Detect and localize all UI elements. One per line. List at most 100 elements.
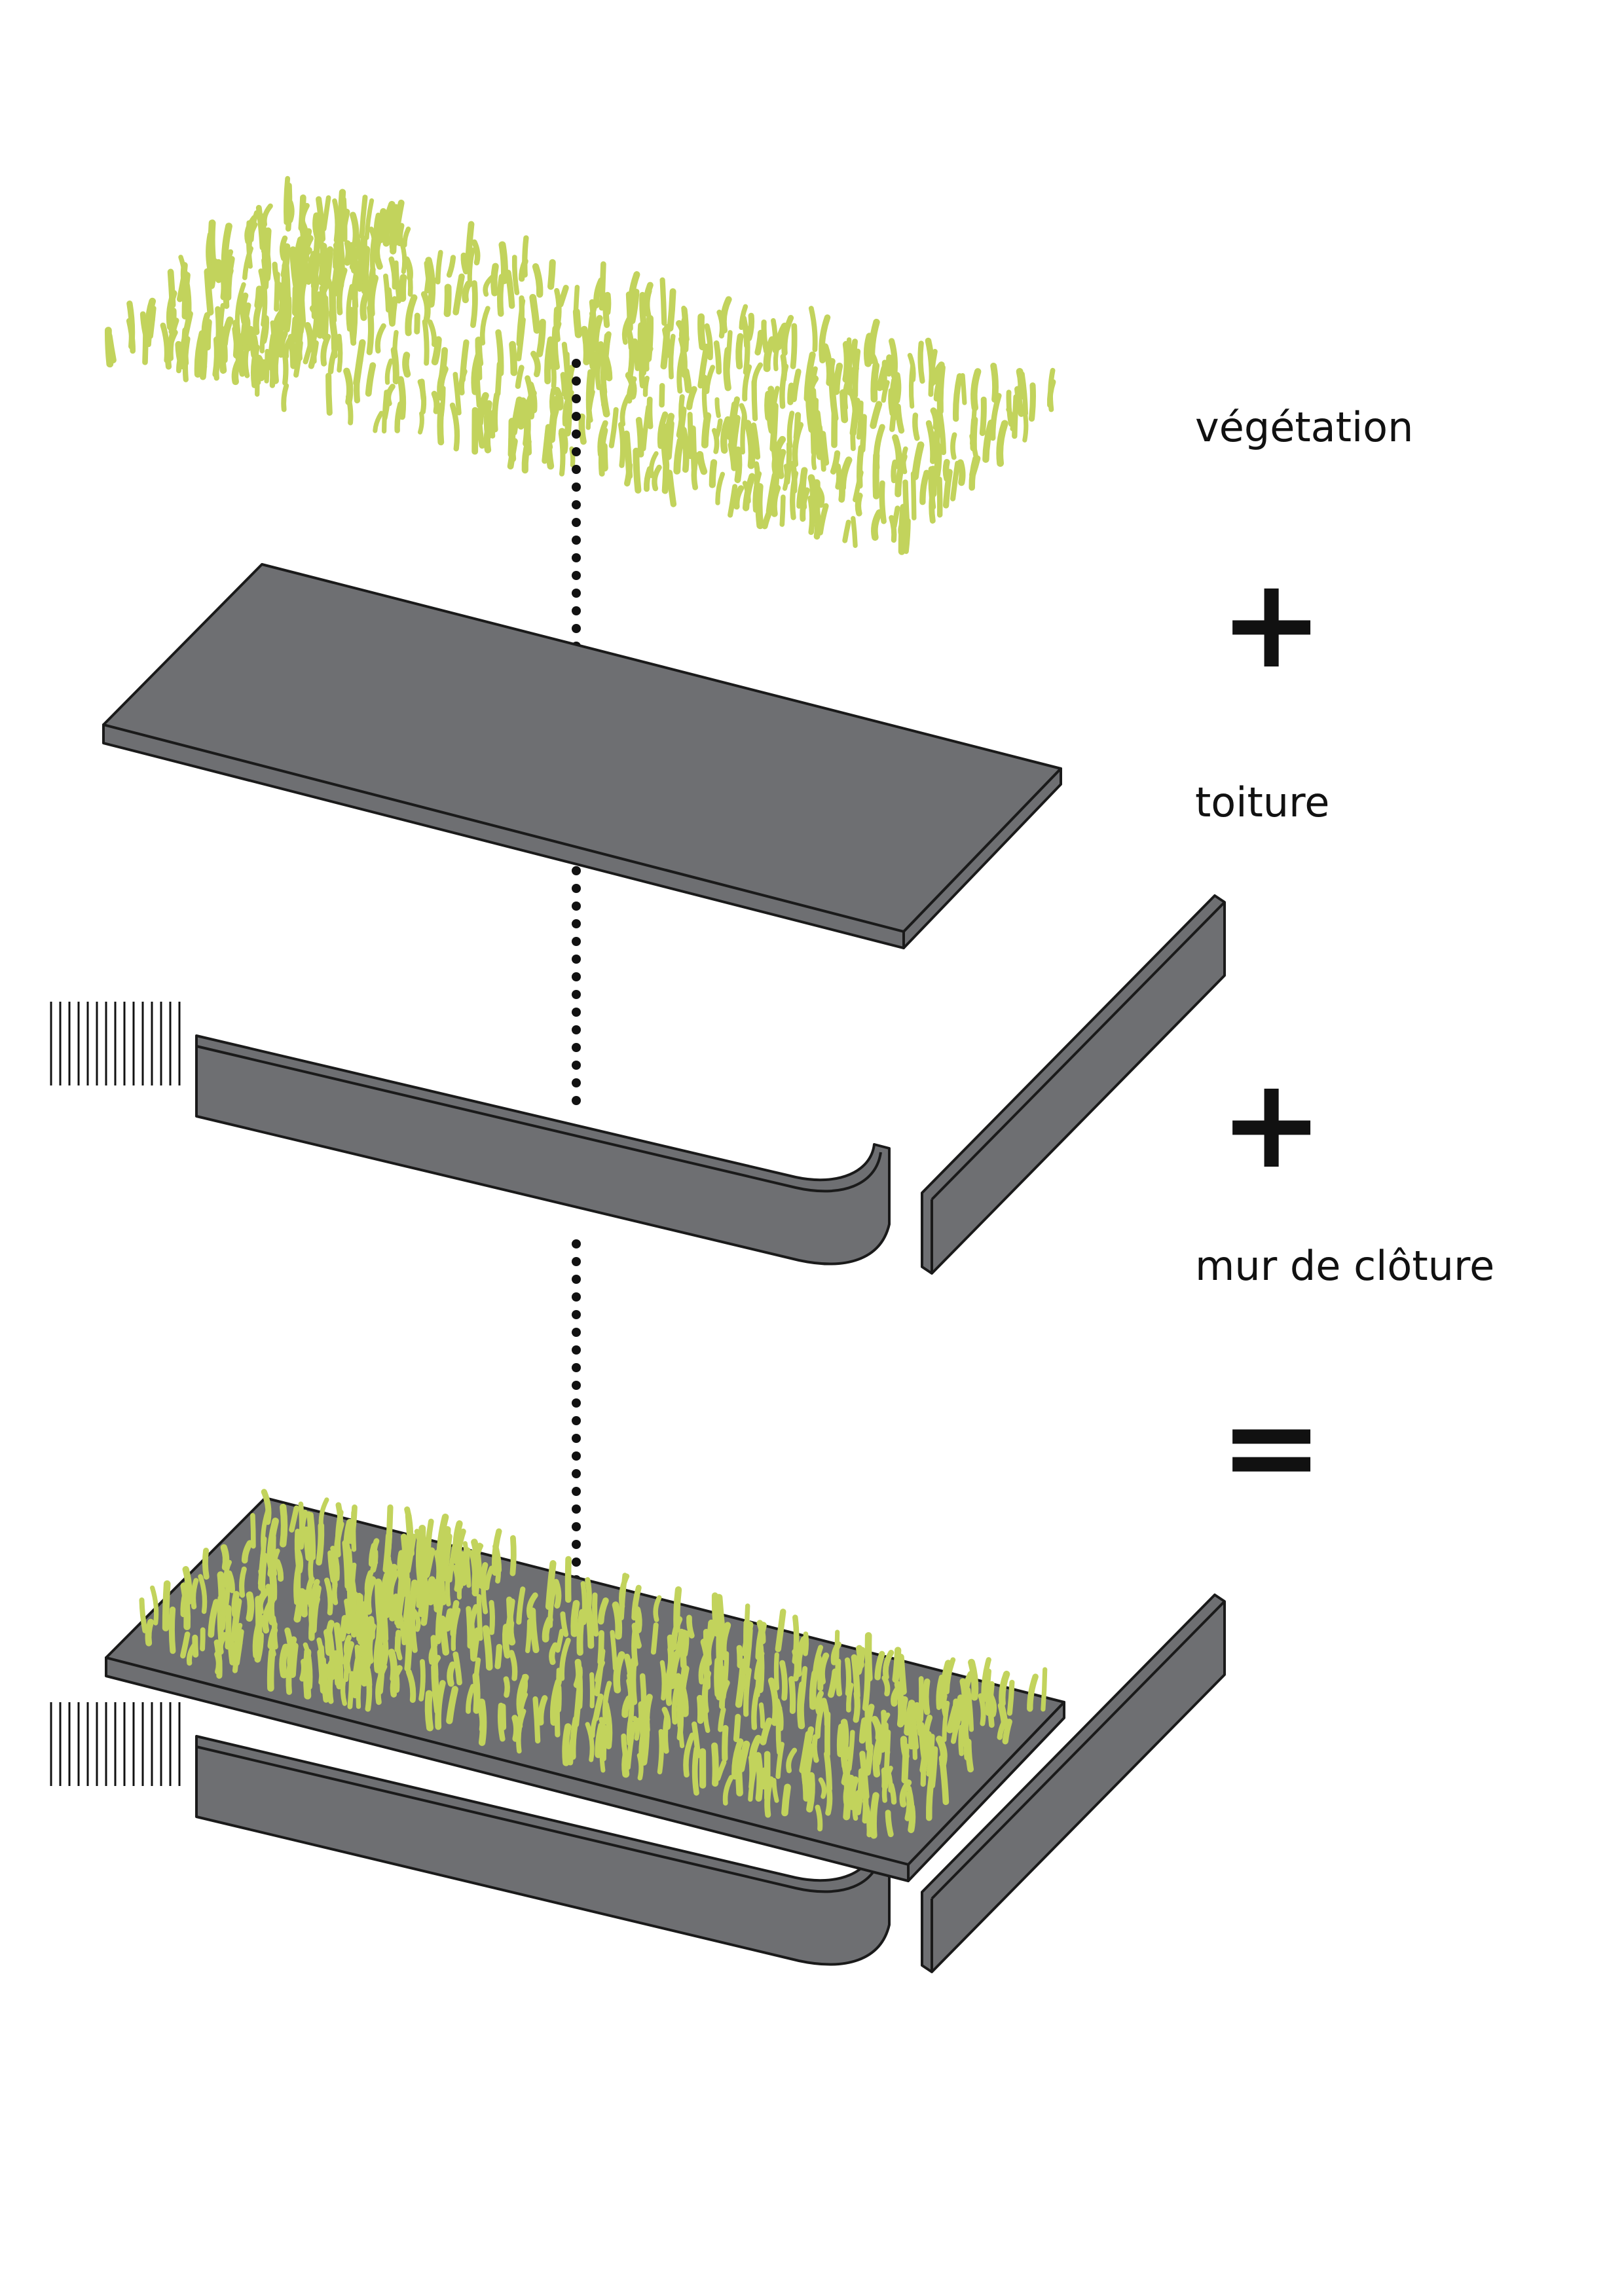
grass-blade: [227, 1634, 236, 1666]
grass-blade: [234, 332, 246, 361]
grass-blade: [397, 376, 407, 420]
grass-blade: [354, 357, 363, 404]
grass-blade: [626, 376, 637, 404]
grass-blade: [241, 1540, 253, 1564]
grass-blade: [701, 1670, 712, 1714]
grass-blade: [751, 379, 758, 422]
grass-blade: [287, 334, 297, 369]
grass-blade: [735, 333, 744, 370]
grass-blade: [726, 401, 737, 441]
grass-blade: [1002, 1719, 1012, 1745]
axis-dot: [572, 1398, 581, 1408]
grass-blade: [435, 1680, 446, 1730]
grass-blade: [559, 1637, 571, 1681]
grass-blade: [739, 304, 748, 331]
grass-blade: [287, 200, 295, 223]
grass-blade: [336, 267, 348, 316]
grass-blade: [503, 1676, 510, 1698]
grass-blade: [881, 1675, 891, 1697]
grass-blade: [697, 313, 707, 351]
grass-blade: [773, 1652, 780, 1690]
grass-blade: [858, 1717, 868, 1744]
grass-blade: [691, 452, 700, 490]
grass-blade: [585, 1577, 592, 1613]
grass-blade: [952, 373, 963, 422]
grass-blade: [718, 1707, 726, 1732]
grass-blade: [760, 1717, 773, 1745]
grass-blade: [852, 348, 861, 399]
grass-blade: [799, 467, 808, 511]
grass-blade: [733, 485, 745, 510]
grass-blade: [889, 338, 898, 379]
grass-blade: [813, 1645, 824, 1675]
grass-blade: [262, 1597, 276, 1634]
grass-blade: [754, 1752, 764, 1802]
axis-dot: [572, 1381, 581, 1390]
grass-blade: [330, 1546, 340, 1582]
grass-blade: [680, 1629, 688, 1669]
grass-blade: [828, 357, 836, 384]
axis-dot: [572, 1416, 581, 1425]
grass-blade: [990, 362, 999, 403]
grass-blade: [839, 456, 853, 492]
grass-blade: [969, 433, 978, 458]
grass-blade: [659, 382, 665, 408]
grass-blade: [898, 503, 907, 555]
grass-blade: [704, 365, 716, 394]
grass-blade: [835, 463, 842, 490]
grass-blade: [218, 302, 225, 350]
grass-blade: [623, 430, 633, 480]
grass-blade: [806, 1772, 815, 1813]
grass-blade: [530, 350, 541, 378]
grass-blade: [777, 448, 786, 479]
grass-blade: [434, 1550, 443, 1589]
grass-blade: [393, 1594, 402, 1629]
grass-blade: [350, 261, 361, 301]
grass-blade: [386, 211, 397, 255]
grass-blade: [479, 306, 490, 346]
grass-blade: [728, 441, 737, 471]
grass-blade: [825, 1787, 833, 1816]
grass-blade: [516, 1586, 526, 1625]
axis-dot: [572, 884, 581, 893]
grass-blade: [394, 1630, 401, 1653]
axis-dot: [572, 866, 581, 875]
grass-blade: [923, 1678, 931, 1715]
grass-blade: [621, 316, 631, 345]
grass-blade: [223, 1559, 232, 1588]
grass-blade: [919, 469, 930, 505]
grass-blade: [452, 371, 462, 416]
grass-blade: [202, 1547, 210, 1580]
grass-blade: [299, 246, 312, 271]
grass-blade: [296, 276, 306, 325]
grass-blade: [267, 1534, 276, 1577]
grass-blade: [420, 1591, 430, 1626]
grass-blade: [906, 1785, 915, 1822]
axis-dot: [572, 412, 581, 421]
grass-blade: [341, 196, 348, 242]
grass-blade: [250, 344, 260, 388]
grass-blade: [460, 252, 470, 275]
grass-blade: [366, 304, 375, 355]
grass-blade: [186, 1641, 198, 1666]
grass-blade: [713, 340, 722, 375]
grass-blade: [779, 1660, 788, 1701]
grass-blade: [562, 390, 572, 427]
grass-blade: [310, 310, 320, 346]
grass-blade: [450, 1600, 460, 1637]
grass-blade: [324, 1577, 333, 1616]
grass-blade: [813, 397, 819, 444]
grass-blade: [547, 1584, 557, 1628]
grass-blade: [447, 1661, 456, 1687]
grass-blade: [750, 422, 761, 460]
grass-blade: [881, 359, 888, 392]
grass-blade: [641, 405, 651, 452]
grass-blade: [471, 239, 481, 266]
grass-blade: [602, 331, 612, 355]
grass-blade: [428, 276, 436, 307]
grass-blade: [547, 348, 557, 389]
grass-blade: [786, 1747, 798, 1774]
grass-blade: [105, 333, 117, 364]
grass-blade: [673, 437, 684, 475]
